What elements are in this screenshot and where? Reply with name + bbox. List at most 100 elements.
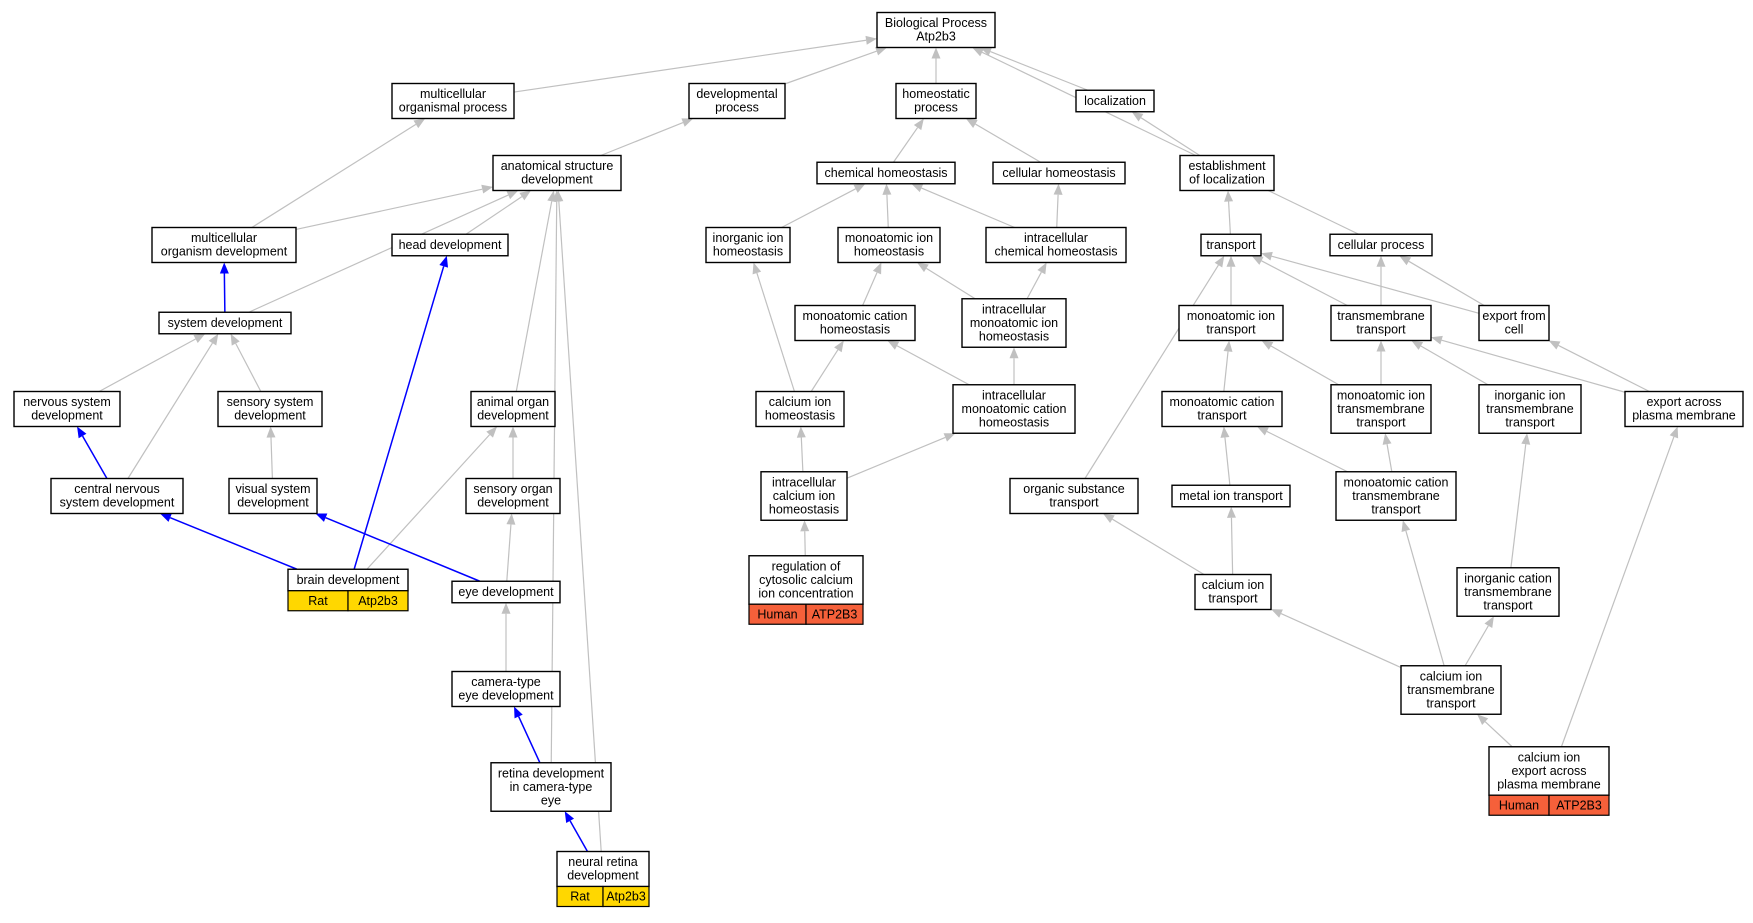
node-label-line: inorganic cation	[1464, 571, 1552, 585]
edge-arrowhead	[439, 255, 449, 268]
edge-arrowhead	[796, 426, 806, 438]
edge-line	[810, 349, 839, 392]
node-box	[876, 11, 996, 49]
node-box	[985, 226, 1127, 264]
edge-cih-to-iih	[752, 262, 796, 392]
go-term-node-celh[interactable]: cellular homeostasis	[992, 161, 1126, 185]
edge-line	[1230, 517, 1234, 575]
edge-line	[804, 531, 806, 556]
node-box	[1194, 573, 1272, 611]
go-term-node-mett[interactable]: metal ion transport	[1171, 484, 1291, 508]
go-term-node-chh[interactable]: chemical homeostasis	[816, 161, 956, 185]
edge-layer	[77, 35, 1679, 852]
edge-line	[1510, 444, 1527, 568]
edge-line	[558, 201, 602, 852]
edge-sd-to-asd	[248, 190, 519, 313]
node-label-line: organismal process	[399, 101, 507, 115]
go-term-node-ed[interactable]: eye development	[451, 580, 561, 604]
edge-line	[600, 122, 684, 157]
node-box	[837, 226, 941, 264]
edge-imih-to-mih	[917, 262, 976, 300]
node-box	[151, 226, 297, 264]
go-term-node-sd[interactable]: system development	[158, 311, 292, 335]
edge-arrowhead	[865, 35, 877, 45]
node-label-line: establishment	[1188, 159, 1266, 173]
edge-arrowhead	[564, 811, 575, 824]
node-label-line: export from	[1482, 309, 1545, 323]
node-label-line: transport	[1208, 592, 1258, 606]
go-term-node-hd[interactable]: head development	[391, 233, 509, 257]
edge-line	[1408, 260, 1485, 307]
edge-line	[366, 434, 491, 570]
edge-cted-to-ed	[501, 602, 511, 672]
edge-arrowhead	[1102, 513, 1115, 524]
edge-line	[892, 127, 919, 163]
node-label-line: inorganic ion	[1495, 388, 1566, 402]
edge-iih-to-chh	[781, 183, 866, 229]
edge-line	[569, 820, 589, 852]
edge-arrowhead	[514, 706, 523, 719]
edge-arrowhead	[1214, 255, 1225, 268]
node-box	[1624, 390, 1744, 428]
species-label: Rat	[308, 594, 328, 608]
edge-line	[1056, 194, 1059, 228]
node-label-line: process	[914, 101, 958, 115]
edge-cieapm-to-eapm	[1560, 426, 1679, 747]
edge-arrowhead	[230, 333, 240, 346]
go-term-node-loc[interactable]: localization	[1075, 89, 1155, 113]
node-label-line: transport	[1356, 415, 1406, 429]
edge-arrowhead	[931, 47, 941, 59]
edge-line	[990, 50, 1089, 91]
node-label-line: calcium ion	[1420, 669, 1483, 683]
edge-line	[926, 267, 976, 300]
go-term-node-tr[interactable]: transport	[1200, 233, 1262, 257]
node-label-line: chemical homeostasis	[995, 245, 1118, 259]
edge-arrowhead	[834, 340, 844, 353]
go-term-node-cp[interactable]: cellular process	[1329, 233, 1433, 257]
edge-line	[1484, 721, 1513, 748]
edge-line	[1223, 351, 1229, 392]
node-box	[1179, 154, 1275, 192]
node-label-line: sensory system	[227, 395, 314, 409]
